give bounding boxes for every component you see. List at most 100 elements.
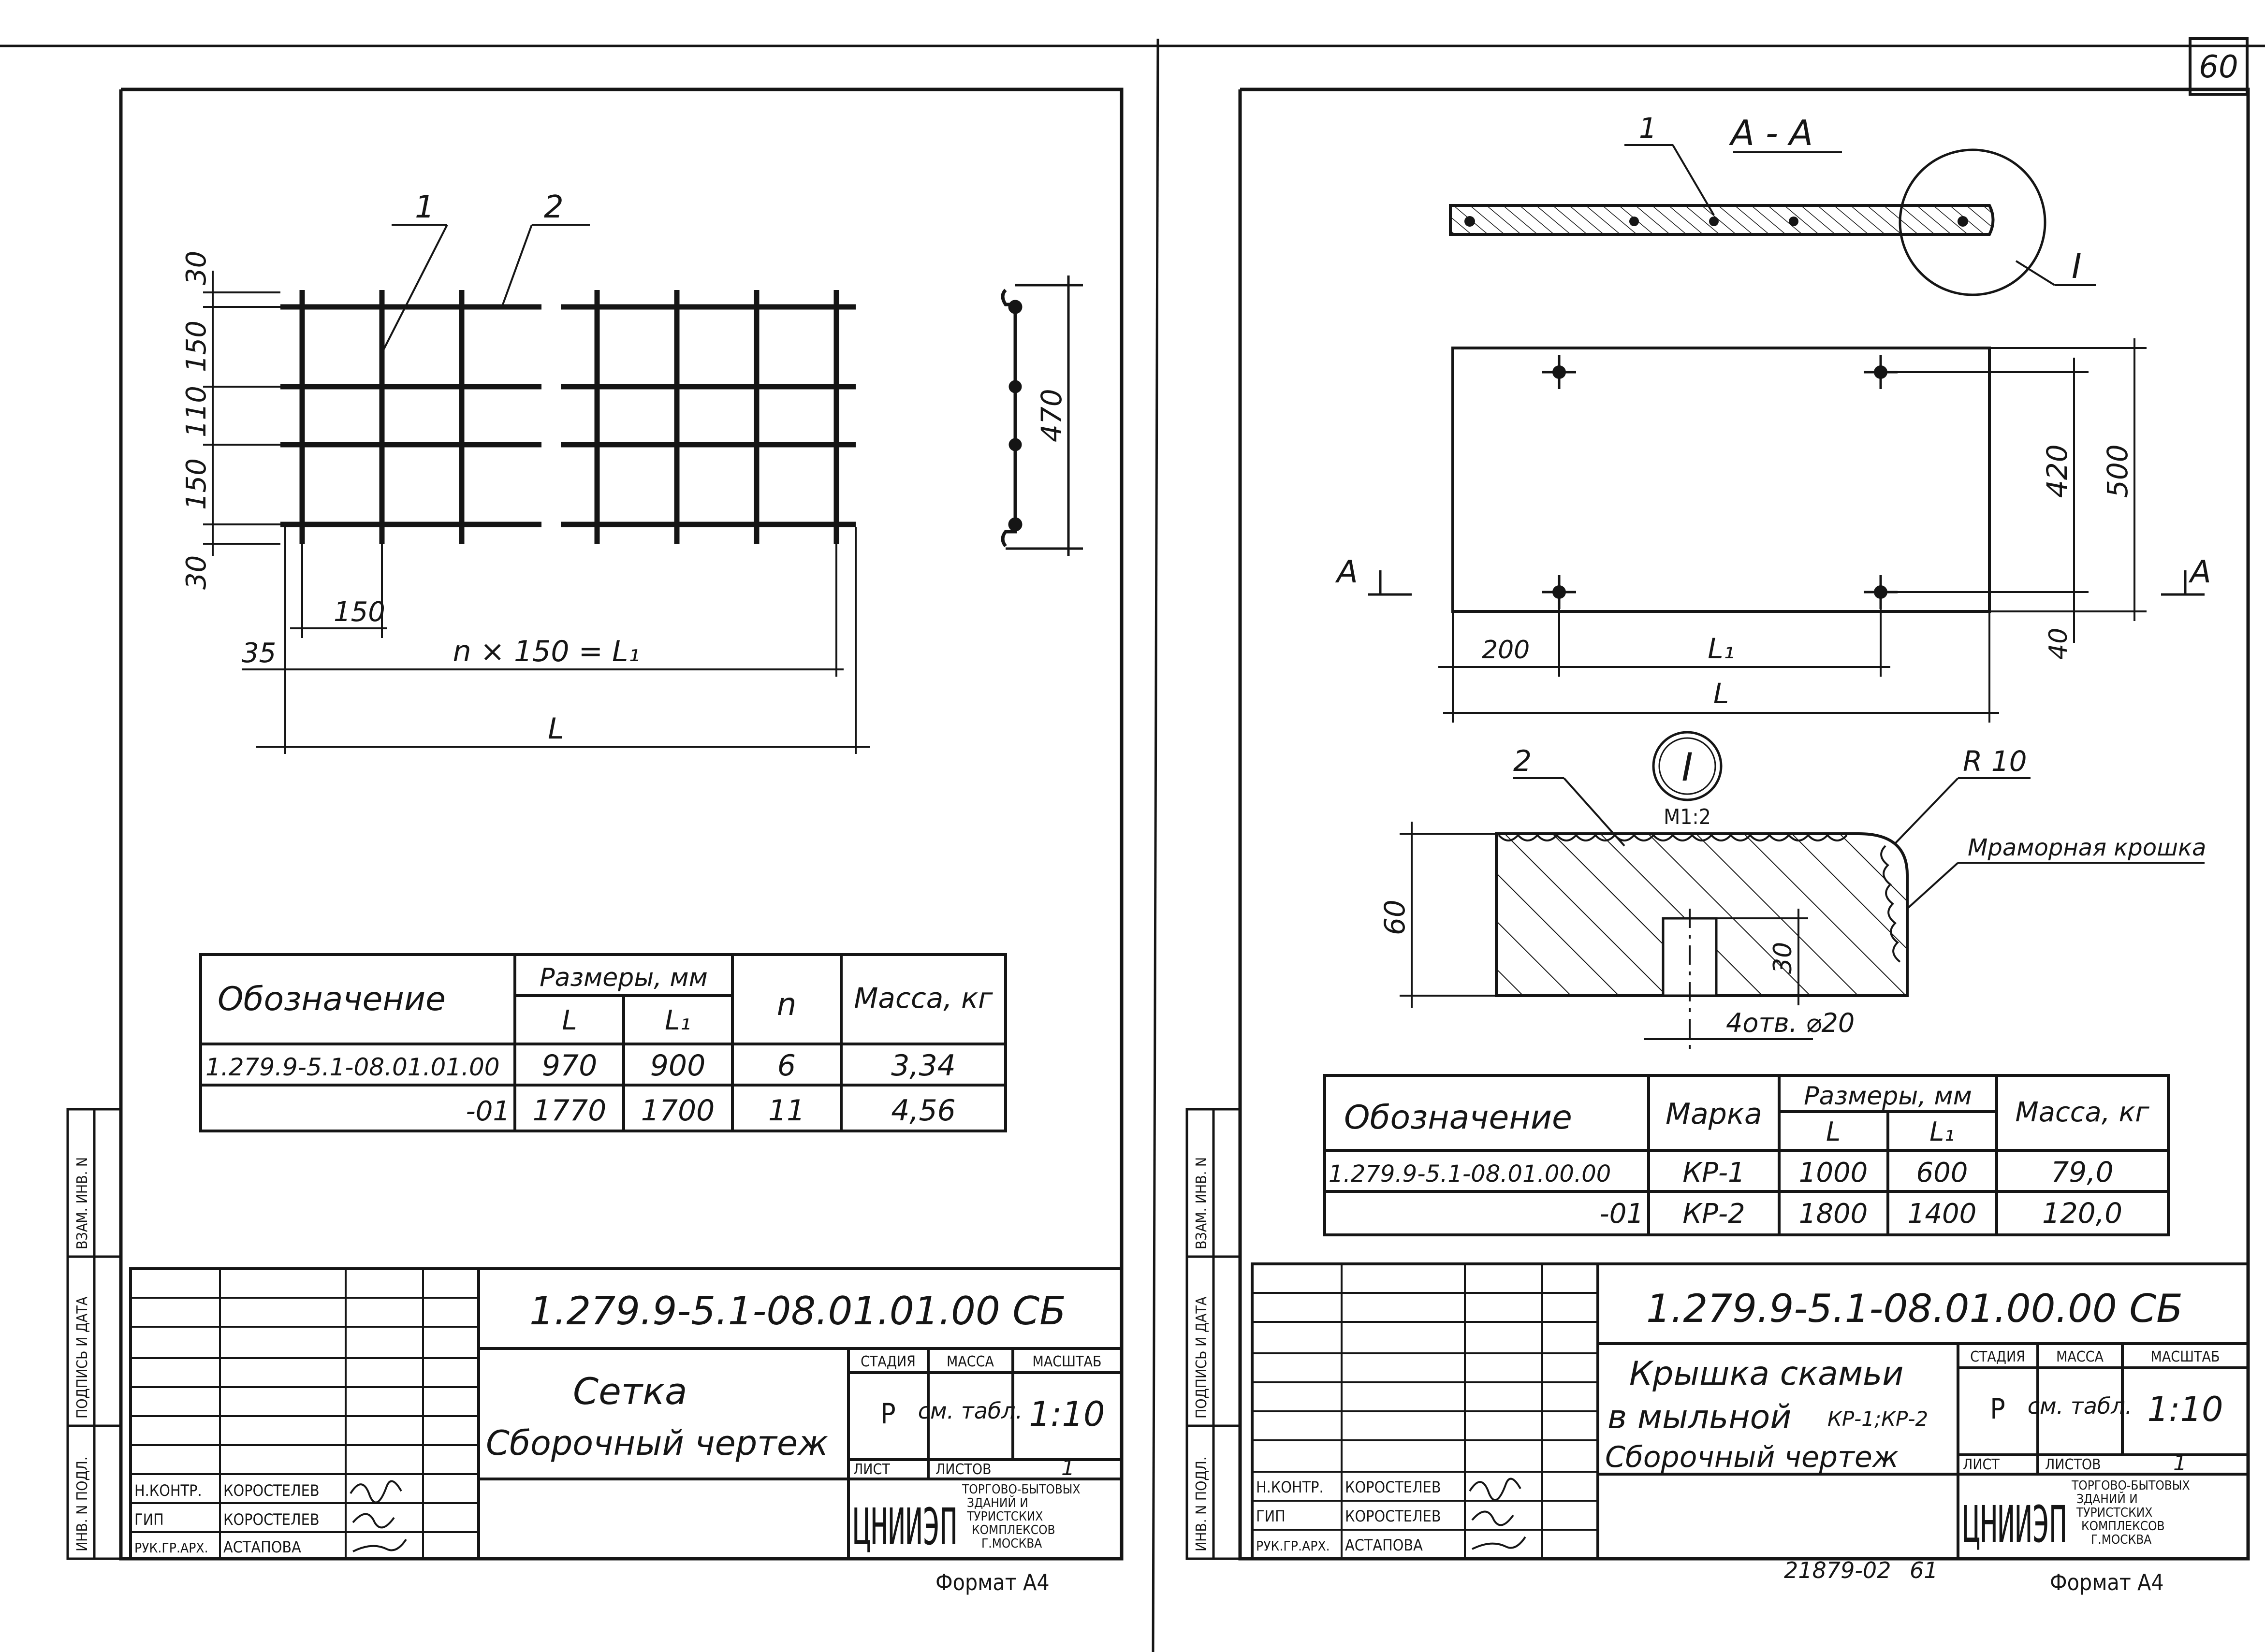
svg-text:КОРОСТЕЛЕВ: КОРОСТЕЛЕВ — [223, 1510, 320, 1529]
svg-text:см. табл.: см. табл. — [918, 1398, 1023, 1424]
svg-text:ПОДПИСЬ И ДАТА: ПОДПИСЬ И ДАТА — [74, 1296, 91, 1419]
section-aa: А - А 1 I — [1449, 112, 2096, 296]
svg-text:МАССА: МАССА — [947, 1353, 994, 1370]
dim-side: 470 — [1035, 389, 1068, 442]
svg-text:1800: 1800 — [1799, 1198, 1868, 1230]
detail-ref-circle: I — [1681, 745, 1693, 790]
doc-code-right: 1.279.9-5.1-08.01.00.00 СБ — [1646, 1286, 2183, 1331]
dim-hole-depth: 30 — [1768, 942, 1797, 974]
svg-text:Р: Р — [880, 1397, 895, 1430]
svg-text:МАСШТАБ: МАСШТАБ — [1033, 1353, 1102, 1370]
th-designation-right: Обозначение — [1344, 1099, 1572, 1137]
th-L: L — [562, 1005, 577, 1036]
svg-text:-01: -01 — [466, 1096, 510, 1127]
svg-text:РУК.ГР.АРХ.: РУК.ГР.АРХ. — [1256, 1538, 1330, 1554]
svg-text:Г.МОСКВА: Г.МОСКВА — [981, 1536, 1042, 1551]
detail-view: I М1:2 2 R 10 Мраморная крошка — [1378, 731, 2206, 1049]
dim-width-outer: 500 — [2101, 444, 2134, 498]
table-row: 1.279.9-5.1-08.01.00.00 КР-1 1000 600 79… — [1329, 1156, 2114, 1188]
material-note: Мраморная крошка — [1968, 834, 2206, 861]
svg-text:РУК.ГР.АРХ.: РУК.ГР.АРХ. — [134, 1540, 208, 1556]
role-row: РУК.ГР.АРХ. АСТАПОВА — [134, 1538, 301, 1556]
svg-text:1:10: 1:10 — [1029, 1394, 1105, 1434]
th-L-right: L — [1826, 1116, 1841, 1147]
svg-text:ПОДПИСЬ И ДАТА: ПОДПИСЬ И ДАТА — [1193, 1296, 1210, 1419]
role-row: РУК.ГР.АРХ. АСТАПОВА — [1256, 1536, 1423, 1554]
org-logo-right: ЦНИИЭП — [1963, 1495, 2067, 1554]
svg-text:970: 970 — [542, 1049, 598, 1083]
dim-overall: L — [548, 712, 564, 746]
sheet-divider — [1152, 38, 1159, 1652]
dim-top: 30 — [181, 251, 212, 285]
title-block-left: 1.279.9-5.1-08.01.01.00 СБ Сетка Сборочн… — [129, 1267, 1123, 1595]
callout-2: 2 — [544, 189, 564, 225]
signature-marks-right — [1469, 1478, 1526, 1550]
svg-text:4,56: 4,56 — [891, 1094, 956, 1128]
table-row: -01 1770 1700 11 4,56 — [466, 1094, 956, 1128]
svg-text:1.279.9-5.1-08.01.00.00: 1.279.9-5.1-08.01.00.00 — [1329, 1160, 1611, 1188]
svg-text:ТУРИСТСКИХ: ТУРИСТСКИХ — [2076, 1506, 2152, 1520]
svg-text:120,0: 120,0 — [2042, 1197, 2122, 1230]
svg-text:ЛИСТ: ЛИСТ — [853, 1461, 890, 1478]
format-label: Формат А4 — [935, 1569, 1050, 1595]
svg-text:ЛИСТОВ: ЛИСТОВ — [2045, 1456, 2101, 1473]
th-L1-right: L₁ — [1929, 1116, 1955, 1147]
svg-text:ТОРГОВО-БЫТОВЫХ: ТОРГОВО-БЫТОВЫХ — [962, 1482, 1080, 1497]
svg-text:1000: 1000 — [1799, 1157, 1868, 1188]
title-line1: Сетка — [573, 1370, 687, 1413]
section-label: А - А — [1729, 113, 1813, 153]
dim-offset-right: 200 — [1482, 636, 1530, 665]
side-strip-left: ИНВ. N ПОДЛ. ПОДПИСЬ И ДАТА ВЗАМ. ИНВ. N — [66, 1108, 122, 1560]
right-sheet: А - А 1 I — [1185, 87, 2250, 1595]
title-block-right: 1.279.9-5.1-08.01.00.00 СБ Крышка скамьи… — [1251, 1262, 2250, 1595]
svg-text:КР-1: КР-1 — [1682, 1157, 1745, 1188]
svg-text:1770: 1770 — [533, 1094, 607, 1128]
left-sheet: 1 2 30 150 110 150 30 — [66, 87, 1124, 1595]
svg-text:ВЗАМ. ИНВ. N: ВЗАМ. ИНВ. N — [74, 1157, 91, 1249]
callout-1-right: 1 — [1639, 112, 1657, 145]
title-line2: Сборочный чертеж — [486, 1423, 828, 1463]
svg-text:6: 6 — [777, 1049, 796, 1083]
svg-text:ГИП: ГИП — [1256, 1507, 1286, 1525]
org-logo: ЦНИИЭП — [853, 1497, 957, 1556]
svg-text:3,34: 3,34 — [891, 1049, 956, 1083]
dim-radius: R 10 — [1963, 745, 2027, 778]
dim-L1-right: L₁ — [1708, 632, 1735, 665]
svg-text:Р: Р — [1990, 1392, 2005, 1425]
svg-text:ИНВ. N ПОДЛ.: ИНВ. N ПОДЛ. — [74, 1457, 91, 1551]
spec-table-left: Обозначение Размеры, мм L L₁ n Масса, кг… — [199, 953, 1007, 1132]
dim-row2: 110 — [181, 386, 212, 437]
archive-number: 21879-02 — [1784, 1557, 1891, 1583]
format-label-right: Формат А4 — [2050, 1569, 2164, 1595]
th-mass: Масса, кг — [854, 982, 993, 1014]
dim-holes: 4отв. ⌀20 — [1726, 1008, 1855, 1038]
page-number-box: 60 — [2189, 37, 2249, 96]
svg-text:79,0: 79,0 — [2051, 1156, 2113, 1188]
svg-text:ГИП: ГИП — [134, 1510, 164, 1529]
dim-edge: 40 — [2044, 628, 2073, 660]
svg-text:СТАДИЯ: СТАДИЯ — [1970, 1348, 2025, 1365]
svg-text:МАССА: МАССА — [2056, 1348, 2104, 1365]
svg-text:ЗДАНИЙ И: ЗДАНИЙ И — [967, 1495, 1028, 1510]
svg-text:1:10: 1:10 — [2147, 1390, 2223, 1429]
th-L1: L₁ — [665, 1005, 691, 1036]
svg-text:ЛИСТ: ЛИСТ — [1963, 1456, 2000, 1473]
svg-text:КОРОСТЕЛЕВ: КОРОСТЕЛЕВ — [1345, 1478, 1441, 1496]
detail-scale: М1:2 — [1664, 805, 1711, 829]
th-designation: Обозначение — [218, 980, 446, 1018]
svg-text:11: 11 — [768, 1094, 805, 1128]
role-row: ГИП КОРОСТЕЛЕВ — [1256, 1507, 1441, 1525]
doc-code: 1.279.9-5.1-08.01.01.00 СБ — [529, 1289, 1066, 1333]
spec-table-right: Обозначение Марка Размеры, мм L L₁ Масса… — [1323, 1074, 2170, 1236]
svg-text:СТАДИЯ: СТАДИЯ — [861, 1353, 916, 1370]
th-dims-right: Размеры, мм — [1804, 1082, 1972, 1111]
th-dims: Размеры, мм — [540, 963, 708, 992]
cut-label-right: А — [2188, 554, 2211, 590]
dim-span-formula: n × 150 = L₁ — [453, 635, 640, 668]
role-row: Н.КОНТР. КОРОСТЕЛЕВ — [134, 1481, 320, 1500]
svg-text:ИНВ. N ПОДЛ.: ИНВ. N ПОДЛ. — [1193, 1457, 1210, 1551]
title-line1-right: Крышка скамьи — [1629, 1355, 1903, 1393]
th-mass-right: Масса, кг — [2015, 1097, 2149, 1128]
svg-text:КОРОСТЕЛЕВ: КОРОСТЕЛЕВ — [223, 1481, 320, 1500]
